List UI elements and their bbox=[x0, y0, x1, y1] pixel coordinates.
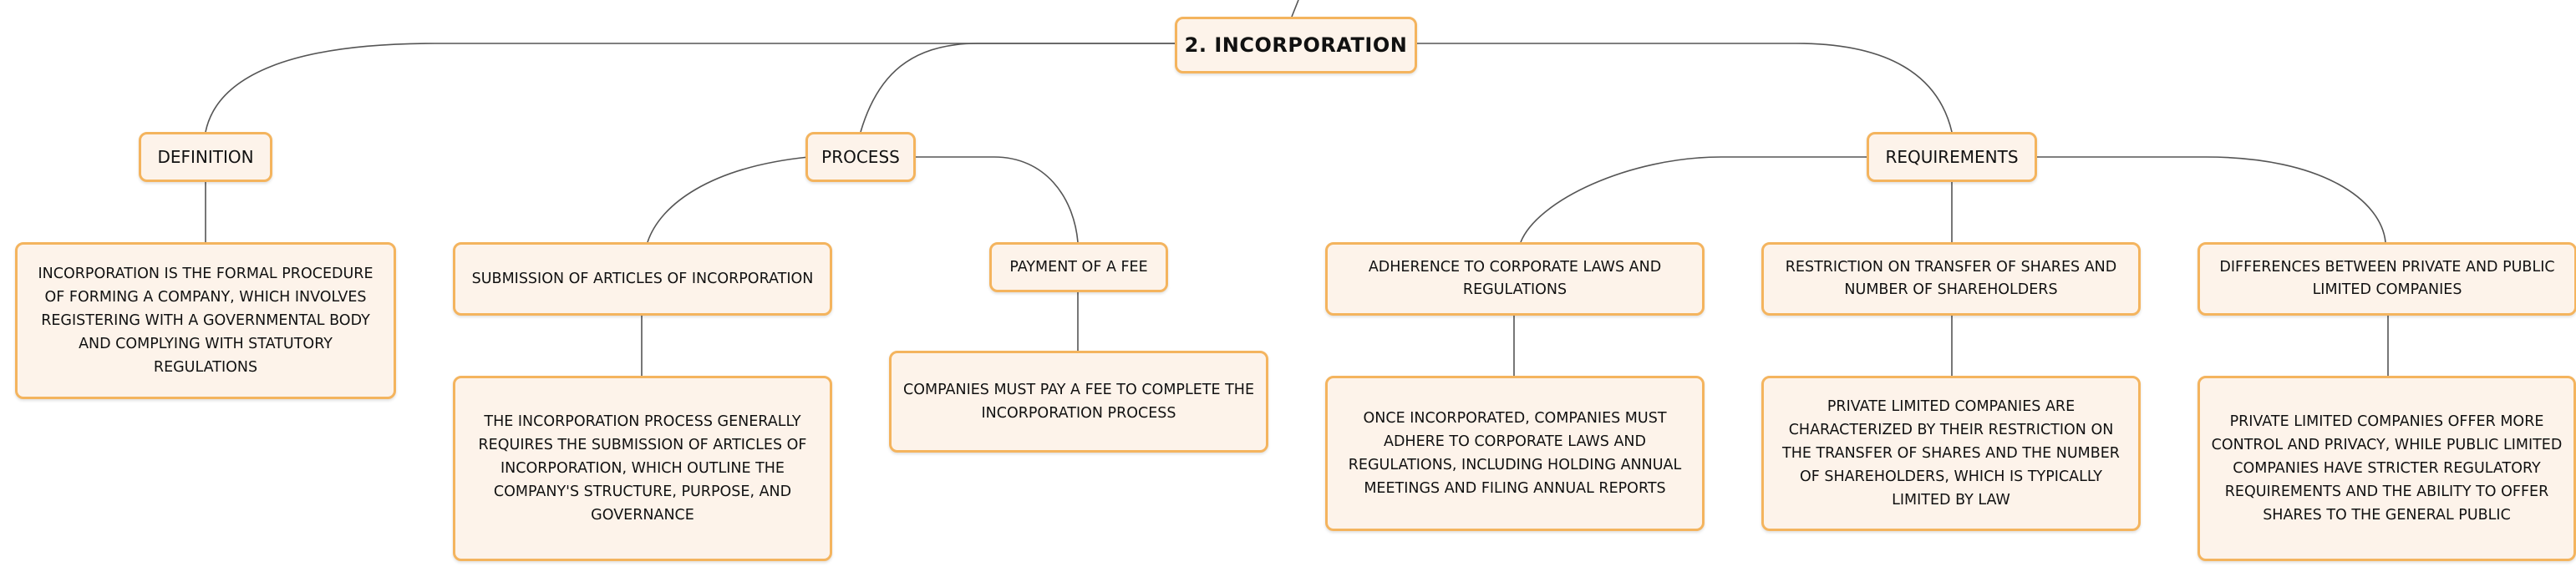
adherence-node[interactable]: ADHERENCE TO CORPORATE LAWS AND REGULATI… bbox=[1325, 242, 1705, 316]
requirements-node[interactable]: REQUIREMENTS bbox=[1867, 132, 2037, 182]
connector-root-definition bbox=[205, 43, 1175, 133]
submission-label: SUBMISSION OF ARTICLES OF INCORPORATION bbox=[471, 270, 814, 287]
fee-node[interactable]: PAYMENT OF A FEE bbox=[989, 242, 1168, 292]
root-node[interactable]: 2. INCORPORATION bbox=[1175, 17, 1417, 73]
fee-label: PAYMENT OF A FEE bbox=[1009, 258, 1148, 276]
adherence-label: ADHERENCE TO CORPORATE LAWS AND REGULATI… bbox=[1368, 259, 1662, 298]
differences-detail-node[interactable]: PRIVATE LIMITED COMPANIES OFFER MORE CON… bbox=[2197, 376, 2576, 561]
restriction-detail-node[interactable]: PRIVATE LIMITED COMPANIES ARE CHARACTERI… bbox=[1761, 376, 2141, 531]
process-node[interactable]: PROCESS bbox=[805, 132, 916, 182]
fee-detail-text: COMPANIES MUST PAY A FEE TO COMPLETE THE… bbox=[902, 382, 1255, 422]
connector-root-requirements bbox=[1415, 43, 1953, 133]
connector-requirements-adherence bbox=[1520, 156, 1870, 243]
root-label: 2. INCORPORATION bbox=[1184, 33, 1408, 57]
requirements-label: REQUIREMENTS bbox=[1885, 147, 2019, 167]
fee-detail-node[interactable]: COMPANIES MUST PAY A FEE TO COMPLETE THE… bbox=[889, 351, 1268, 453]
definition-node[interactable]: DEFINITION bbox=[139, 132, 272, 182]
submission-detail-text: THE INCORPORATION PROCESS GENERALLY REQU… bbox=[478, 413, 807, 524]
adherence-detail-node[interactable]: ONCE INCORPORATED, COMPANIES MUST ADHERE… bbox=[1325, 376, 1705, 531]
differences-node[interactable]: DIFFERENCES BETWEEN PRIVATE AND PUBLIC L… bbox=[2197, 242, 2576, 316]
submission-node[interactable]: SUBMISSION OF ARTICLES OF INCORPORATION bbox=[453, 242, 832, 316]
differences-detail-text: PRIVATE LIMITED COMPANIES OFFER MORE CON… bbox=[2211, 413, 2563, 524]
restriction-node[interactable]: RESTRICTION ON TRANSFER OF SHARES AND NU… bbox=[1761, 242, 2141, 316]
connector-requirements-differences bbox=[2034, 156, 2386, 243]
differences-label: DIFFERENCES BETWEEN PRIVATE AND PUBLIC L… bbox=[2219, 259, 2555, 298]
submission-detail-node[interactable]: THE INCORPORATION PROCESS GENERALLY REQU… bbox=[453, 376, 832, 561]
restriction-label: RESTRICTION ON TRANSFER OF SHARES AND NU… bbox=[1785, 259, 2117, 298]
definition-label: DEFINITION bbox=[157, 147, 254, 167]
connector-process-submission bbox=[647, 156, 810, 243]
connector-root-parent bbox=[1291, 0, 1299, 18]
restriction-detail-text: PRIVATE LIMITED COMPANIES ARE CHARACTERI… bbox=[1782, 398, 2120, 509]
adherence-detail-text: ONCE INCORPORATED, COMPANIES MUST ADHERE… bbox=[1348, 410, 1682, 497]
connector-root-process bbox=[860, 43, 1175, 133]
definition-detail-node[interactable]: INCORPORATION IS THE FORMAL PROCEDURE OF… bbox=[15, 242, 396, 399]
definition-detail-text: INCORPORATION IS THE FORMAL PROCEDURE OF… bbox=[38, 266, 373, 376]
connector-process-fee bbox=[912, 156, 1079, 243]
process-label: PROCESS bbox=[821, 147, 900, 167]
